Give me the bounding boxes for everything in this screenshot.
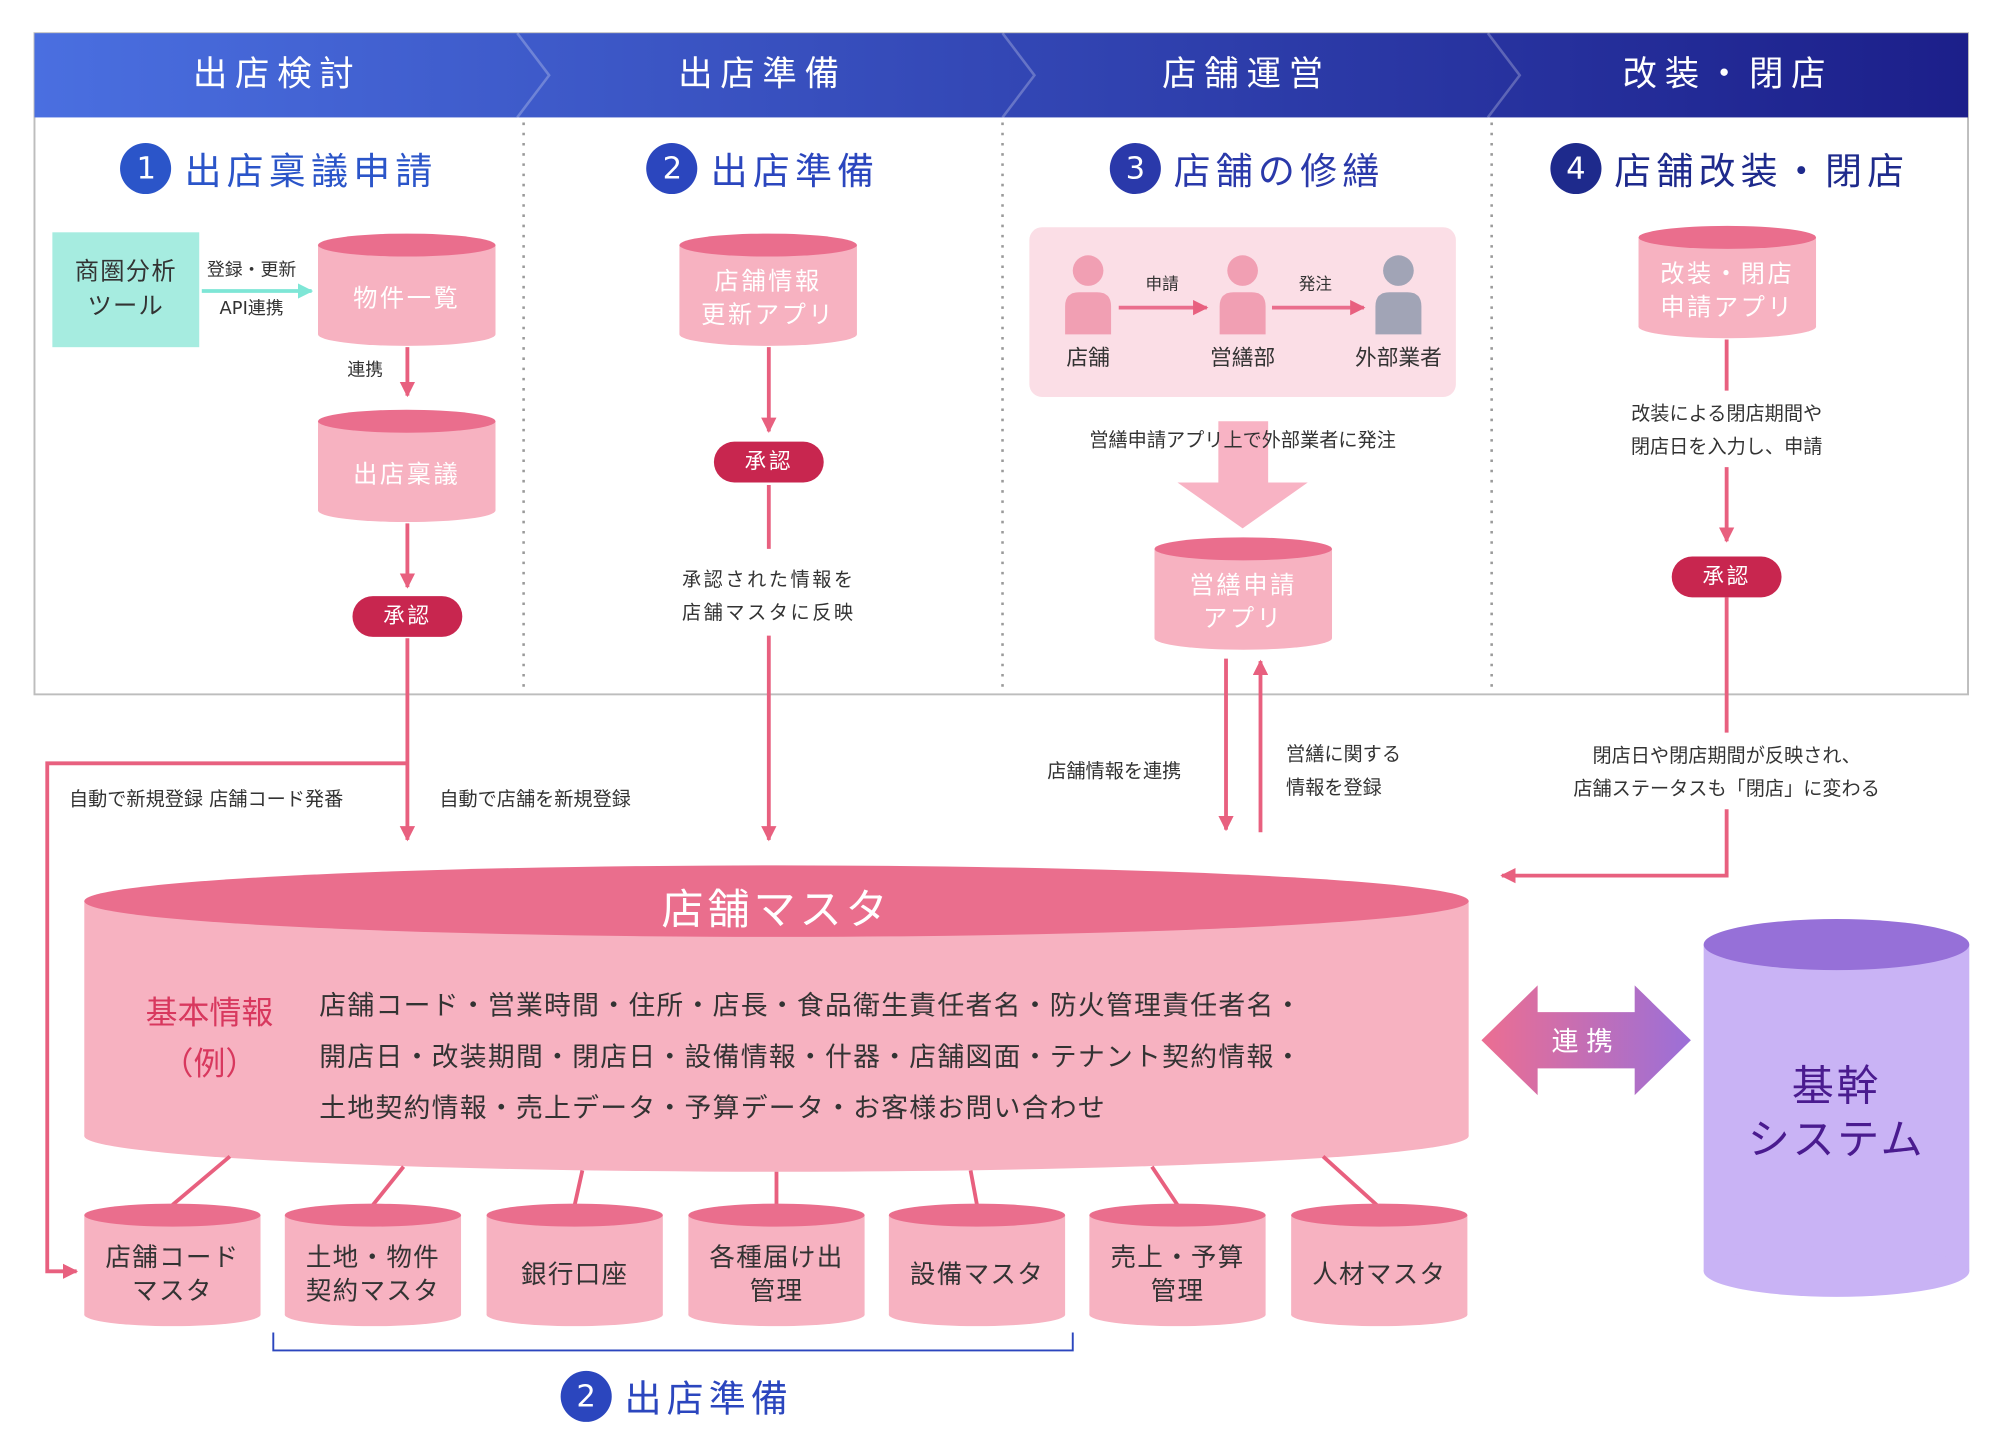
actor-repair-dept-icon: [1219, 255, 1266, 335]
sub-master-store-code: 店舗コード マスタ: [105, 1241, 240, 1306]
core-system-cylinder: [1703, 919, 1970, 1297]
link-double-arrow: [1481, 985, 1691, 1096]
sub-master-bank-account: 銀行口座: [521, 1258, 629, 1290]
store-info-app-cylinder: [679, 233, 857, 346]
phase-chevron-1: [516, 32, 551, 119]
api-link-label: API連携: [219, 298, 284, 320]
basic-info-label: 基本情報 （例）: [145, 994, 274, 1083]
arrow-stage4-to-master: [1500, 809, 1729, 884]
phase-label-1: 出店検討: [192, 54, 362, 95]
store-info-link-label: 店舗情報を連携: [1047, 759, 1182, 783]
stage-title-text: 出店準備: [624, 1377, 794, 1421]
basic-info-line: 開店日・改装期間・閉店日・設備情報・什器・店舗図面・テナント契約情報・: [319, 1041, 1303, 1073]
basic-info-list: 店舗コード・営業時間・住所・店長・食品衛生責任者名・防火管理責任者名・ 開店日・…: [319, 980, 1468, 1133]
ringi-cylinder: [317, 409, 496, 523]
repair-app-cylinder: [1154, 537, 1333, 650]
stage-title-text: 出店稟議申請: [184, 149, 438, 193]
actor-vendor-icon: [1375, 255, 1422, 335]
stage-number-badge: 1: [120, 142, 172, 195]
sub-master-sales-budget: 売上・予算 管理: [1110, 1241, 1245, 1306]
stage-title-3: 3 店舗の修繕: [1003, 140, 1492, 196]
stage4-result: 閉店日や閉店期間が反映され、 店舗ステータスも「閉店」に変わる: [1522, 739, 1931, 806]
sub-master-cylinders: [84, 1203, 1468, 1327]
arrow-to-code-master: [45, 761, 408, 1279]
store-master-cylinder: [84, 865, 1469, 1172]
sub-master-notifications: 各種届け出 管理: [709, 1241, 844, 1306]
sub-master-land-contract: 土地・物件 契約マスタ: [305, 1241, 440, 1306]
big-down-arrow: [1177, 421, 1308, 529]
phase-label-2: 出店準備: [678, 54, 847, 95]
stage-title-text: 店舗の修繕: [1173, 149, 1385, 193]
sub-master-connectors: [171, 1154, 1378, 1207]
phase-chevron-3: [1486, 32, 1522, 119]
stage-title-1: 1 出店稟議申請: [34, 140, 523, 196]
sub-master-hr: 人材マスタ: [1312, 1258, 1447, 1290]
core-system-label: 基幹 システム: [1747, 1060, 1926, 1165]
stage-title-4: 4 店舗改装・閉店: [1492, 140, 1968, 196]
stage-number-badge: 3: [1109, 142, 1161, 195]
stage3-note: 営繕申請アプリ上で外部業者に発注: [1089, 428, 1396, 452]
stage-number-badge: 4: [1550, 142, 1602, 195]
preparation-bracket: [272, 1332, 1074, 1352]
phase-label-3: 店舗運営: [1162, 54, 1331, 95]
repair-info-register-label: 営繕に関する 情報を登録: [1286, 742, 1401, 800]
store-master-title: 店舗マスタ: [661, 884, 892, 935]
approval-badge-2: 承認: [713, 441, 824, 483]
link-label: 連携: [347, 359, 384, 381]
stage-number-badge: 2: [646, 142, 698, 195]
actor-store-label: 店舗: [1066, 345, 1110, 372]
stage-title-text: 出店準備: [710, 149, 880, 193]
register-update-label: 登録・更新: [206, 260, 297, 281]
basic-info-line: 土地契約情報・売上データ・予算データ・お客様お問い合わせ: [319, 1092, 1106, 1124]
renovation-app-label: 改装・閉店 申請アプリ: [1660, 260, 1795, 322]
basic-info-line: 店舗コード・営業時間・住所・店長・食品衛生責任者名・防火管理責任者名・: [319, 990, 1303, 1022]
request-label: 申請: [1145, 275, 1179, 295]
bottom-stage-title: 2 出店準備: [549, 1368, 804, 1424]
order-label: 発注: [1298, 275, 1333, 295]
actor-store-icon: [1065, 255, 1112, 335]
actor-repair-dept-label: 営繕部: [1210, 345, 1276, 372]
property-list-cylinder: [317, 233, 496, 346]
stages-panel: [33, 32, 1969, 696]
stage-number-badge: 2: [560, 1370, 612, 1422]
approval-badge-1: 承認: [352, 596, 463, 637]
phase-label-4: 改装・閉店: [1622, 54, 1834, 95]
property-list-label: 物件一覧: [353, 284, 461, 313]
auto-register-store-label: 自動で店舗を新規登録: [439, 787, 631, 811]
phase-chevron-2: [1001, 32, 1037, 119]
tool-box: [52, 232, 200, 348]
core-link-label: 連携: [1551, 1026, 1621, 1057]
auto-register-code-label: 自動で新規登録 店舗コード発番: [68, 787, 344, 811]
approval-badge-4: 承認: [1671, 556, 1782, 598]
phase-band: [34, 33, 1969, 118]
ringi-label: 出店稟議: [353, 460, 461, 489]
stage-title-text: 店舗改装・閉店: [1614, 149, 1910, 193]
store-info-app-label: 店舗情報 更新アプリ: [701, 268, 836, 330]
stage-title-2: 2 出店準備: [524, 140, 1003, 196]
repair-app-label: 営繕申請 アプリ: [1189, 571, 1297, 634]
actor-vendor-label: 外部業者: [1355, 345, 1442, 372]
tool-label: 商圏分析 ツール: [74, 257, 177, 321]
stage2-note: 承認された情報を 店舗マスタに反映: [681, 567, 856, 625]
stage4-note: 改装による閉店期間や 閉店日を入力し、申請: [1573, 396, 1880, 464]
sub-master-equipment: 設備マスタ: [909, 1258, 1045, 1290]
renovation-app-cylinder: [1638, 225, 1817, 339]
